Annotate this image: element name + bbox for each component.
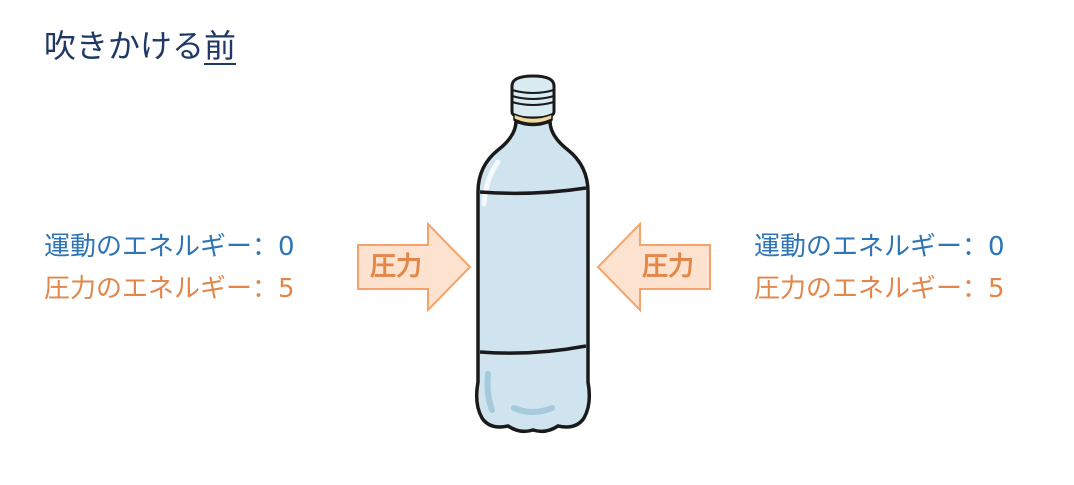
- left-pressure-energy-label: 圧力のエネルギー：5: [44, 274, 295, 304]
- right-pressure-energy-label: 圧力のエネルギー：5: [754, 274, 1005, 304]
- title-emphasis: 前: [204, 27, 237, 65]
- right-kinetic-energy-label: 運動のエネルギー：0: [754, 232, 1005, 262]
- title-prefix: 吹きかける: [44, 27, 205, 65]
- plastic-bottle-icon: [474, 74, 592, 434]
- plastic-bottle: [468, 74, 598, 436]
- pressure-arrow-right-label: 圧力: [642, 252, 695, 282]
- pressure-arrow-right: 圧力: [596, 222, 712, 312]
- arrow-left-icon: [596, 222, 711, 312]
- left-kinetic-energy-label: 運動のエネルギー：0: [44, 232, 295, 262]
- page-title: 吹きかける前: [44, 26, 236, 66]
- pressure-arrow-left: 圧力: [356, 222, 472, 312]
- pressure-arrow-left-label: 圧力: [370, 252, 423, 282]
- arrow-right-icon: [357, 222, 472, 312]
